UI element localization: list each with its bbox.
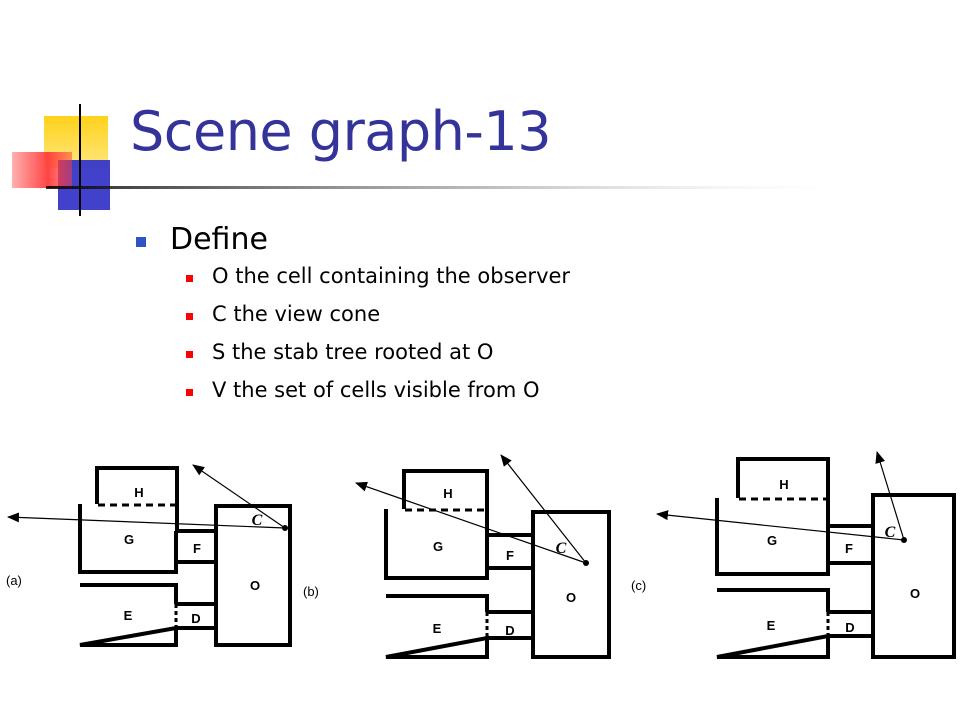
observer-point xyxy=(282,525,288,531)
deco-red-square xyxy=(12,152,72,188)
cell-h-outline xyxy=(736,457,830,526)
view-cone-ray-left xyxy=(7,512,286,529)
panel-label-c: (c) xyxy=(631,578,646,593)
panel-b xyxy=(384,469,611,659)
cell-label-e: E xyxy=(767,618,776,633)
cell-label-o: O xyxy=(566,590,576,605)
view-cone-label: C xyxy=(252,512,263,529)
cell-label-f: F xyxy=(845,541,853,556)
sub-bullet-text: S the stab tree rooted at O xyxy=(212,340,494,364)
view-cone-label: C xyxy=(556,540,567,557)
square-bullet-icon xyxy=(186,313,193,320)
cell-label-g: G xyxy=(124,532,134,547)
cell-label-e: E xyxy=(124,608,133,623)
cell-f-outline xyxy=(487,533,533,570)
view-cone-label: C xyxy=(885,524,896,541)
cell-d-outline xyxy=(828,610,873,638)
title-decoration xyxy=(12,104,876,216)
cell-f-outline xyxy=(828,524,873,565)
cell-label-d: D xyxy=(845,620,854,635)
cell-label-d: D xyxy=(191,611,200,626)
square-bullet-icon xyxy=(186,389,193,396)
cell-f-outline xyxy=(176,529,216,564)
slide-title: Scene graph-13 xyxy=(130,100,552,163)
view-cone-ray-up xyxy=(875,451,905,541)
cell-label-o: O xyxy=(250,578,260,593)
view-cone-ray-up xyxy=(500,454,587,564)
panel-c-view-cone xyxy=(656,451,907,543)
observer-point xyxy=(583,560,589,566)
cell-label-g: G xyxy=(767,533,777,548)
view-cone-ray-left xyxy=(656,510,905,541)
panel-a-view-cone xyxy=(7,464,288,531)
cell-label-f: F xyxy=(506,548,514,563)
cell-d-outline xyxy=(487,610,533,640)
cell-label-h: H xyxy=(779,477,788,492)
view-cone-ray-up xyxy=(192,464,286,529)
panel-label-a: (a) xyxy=(6,573,22,588)
cell-label-o: O xyxy=(910,586,920,601)
panel-label-b: (b) xyxy=(303,584,319,599)
panel-c xyxy=(715,457,956,659)
cell-e-outline xyxy=(79,583,178,647)
panel-a xyxy=(78,466,292,647)
cell-h-outline xyxy=(402,469,489,535)
sub-bullet-text: C the view cone xyxy=(212,302,381,326)
observer-point xyxy=(901,537,907,543)
cell-label-d: D xyxy=(505,623,514,638)
square-bullet-icon xyxy=(186,351,193,358)
bullet-heading-text: Define xyxy=(170,222,268,257)
panel-b-view-cone xyxy=(355,454,589,566)
cell-label-h: H xyxy=(443,486,452,501)
view-cone-ray-left xyxy=(355,481,587,564)
sub-bullet-text: V the set of cells visible from O xyxy=(212,378,540,402)
title-rule xyxy=(46,186,876,189)
cell-h-outline xyxy=(95,466,179,531)
cell-o-outline xyxy=(531,510,611,659)
square-bullet-icon xyxy=(136,237,146,247)
sub-bullet-text: O the cell containing the observer xyxy=(212,264,571,288)
cell-label-h: H xyxy=(134,485,143,500)
cell-o-outline xyxy=(871,493,956,659)
cell-label-f: F xyxy=(193,541,201,556)
cell-d-outline xyxy=(176,602,216,630)
cell-e-outline xyxy=(716,588,830,659)
square-bullet-icon xyxy=(186,275,193,282)
cell-e-outline xyxy=(385,594,489,659)
cell-diagram-figure: H G F E D O C (a) H G F E D O C (b) xyxy=(6,451,956,659)
cell-label-e: E xyxy=(433,621,442,636)
cell-o-outline xyxy=(214,504,292,647)
cell-label-g: G xyxy=(433,539,443,554)
